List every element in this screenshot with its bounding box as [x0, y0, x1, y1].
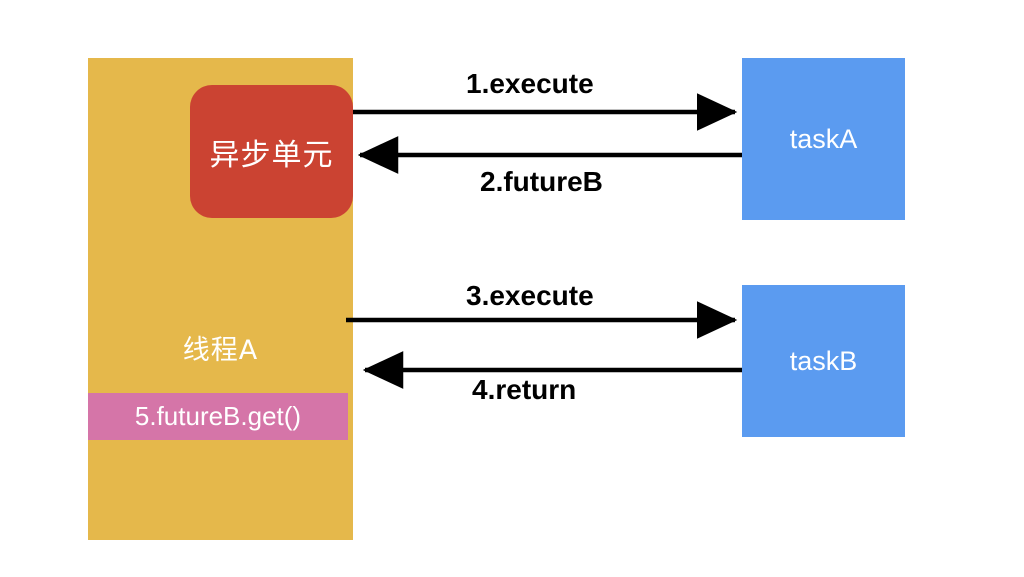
- arrow-4-return-label: 4.return: [472, 374, 577, 405]
- future-get-box: 5.futureB.get(): [88, 393, 348, 440]
- task-b-box: taskB: [742, 285, 905, 437]
- async-unit-box: 异步单元: [190, 85, 353, 218]
- async-unit-label: 异步单元: [209, 137, 334, 173]
- task-b-label: taskB: [789, 345, 858, 376]
- arrow-1-execute-label: 1.execute: [466, 68, 594, 99]
- arrow-2-futureb-label: 2.futureB: [480, 166, 603, 197]
- future-get-label: 5.futureB.get(): [134, 401, 302, 431]
- task-a-box: taskA: [742, 58, 905, 220]
- arrow-3-execute-label: 3.execute: [466, 280, 594, 311]
- thread-a-label: 线程A: [182, 335, 259, 366]
- task-a-label: taskA: [789, 123, 858, 154]
